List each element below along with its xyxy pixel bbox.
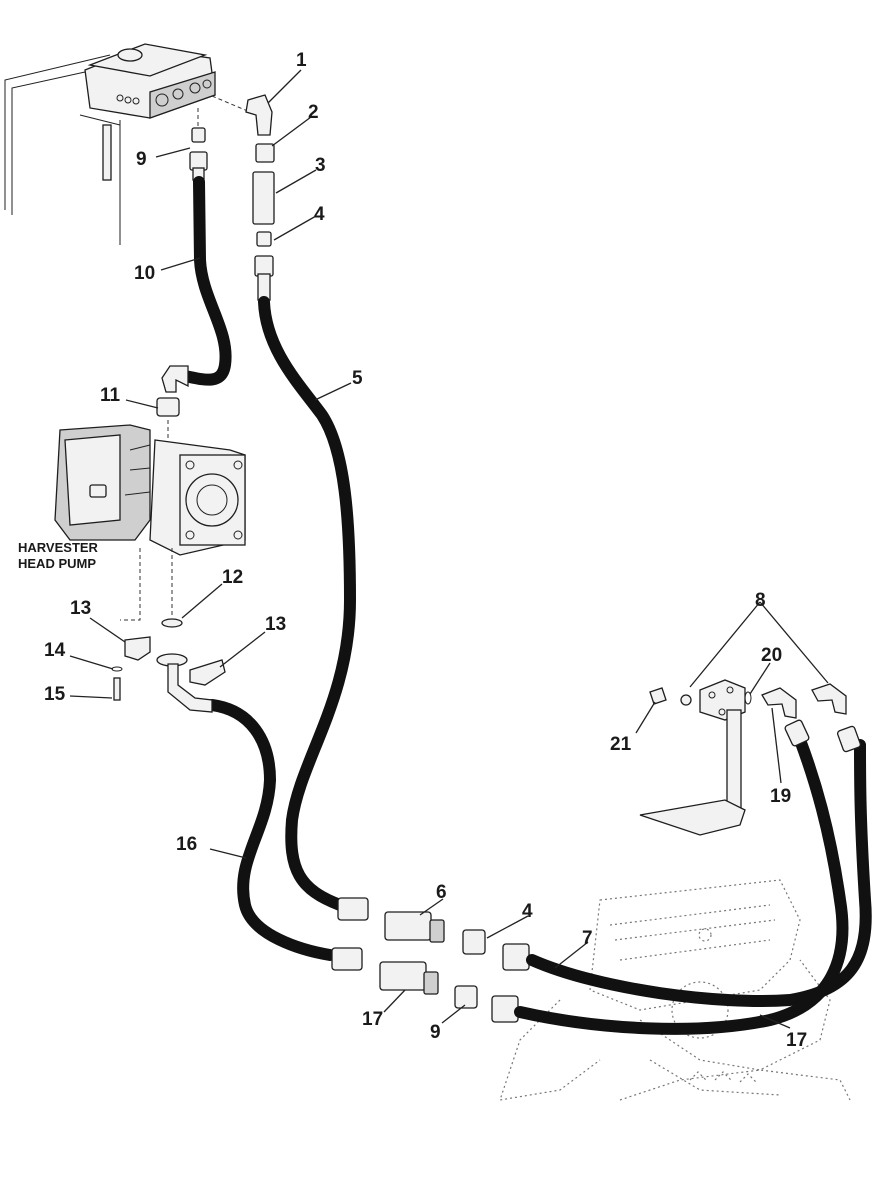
callout-19: 19: [770, 786, 791, 807]
boom-attachment-outline: [499, 879, 851, 1101]
callout-17: 17: [786, 1030, 807, 1051]
hose-7: [526, 739, 872, 1007]
callout-12: 12: [222, 567, 243, 588]
pump-label-line2: HEAD PUMP: [18, 556, 96, 571]
hose-17: [514, 734, 849, 1035]
callout-9: 9: [430, 1022, 441, 1043]
harvester-head-pump: [54, 397, 246, 556]
bulkhead-bracket: [639, 679, 847, 836]
callout-8: 8: [755, 590, 766, 611]
fittings-row-lower: [331, 947, 519, 1023]
pump-bottom-parts: [111, 548, 226, 701]
callout-16: 16: [176, 834, 197, 855]
pump-label-line1: HARVESTER: [18, 540, 99, 555]
callout-13: 13: [265, 614, 286, 635]
fitting-stack-right: [245, 94, 275, 301]
callout-13: 13: [70, 598, 91, 619]
callout-21: 21: [610, 734, 632, 755]
leader-lines: [69, 69, 829, 1029]
callout-3: 3: [315, 155, 326, 176]
callout-9: 9: [136, 149, 147, 170]
callout-14: 14: [44, 640, 66, 661]
callout-5: 5: [352, 368, 363, 389]
callout-17: 17: [362, 1009, 383, 1030]
callout-20: 20: [761, 645, 782, 666]
callout-4: 4: [314, 204, 325, 225]
callout-10: 10: [134, 263, 155, 284]
fittings-row-upper: [337, 897, 530, 971]
tank-valve-block: [4, 43, 251, 245]
hose-10: [161, 127, 232, 393]
callout-2: 2: [308, 102, 319, 123]
hose-7-end-fitting: [836, 725, 862, 753]
callout-6: 6: [436, 882, 447, 903]
callout-numbers: 1 2 3 4 5 9 10 11 12 13 13 14 15 8 20 21…: [44, 50, 807, 1051]
hose-16-elbow: [167, 663, 213, 713]
callout-1: 1: [296, 50, 307, 71]
hose-5: [258, 296, 356, 911]
hose-17-end-fitting: [784, 719, 810, 747]
callout-15: 15: [44, 684, 66, 705]
callout-4: 4: [522, 901, 533, 922]
callout-11: 11: [100, 385, 121, 406]
hose-16: [206, 699, 336, 961]
callout-7: 7: [582, 928, 593, 949]
